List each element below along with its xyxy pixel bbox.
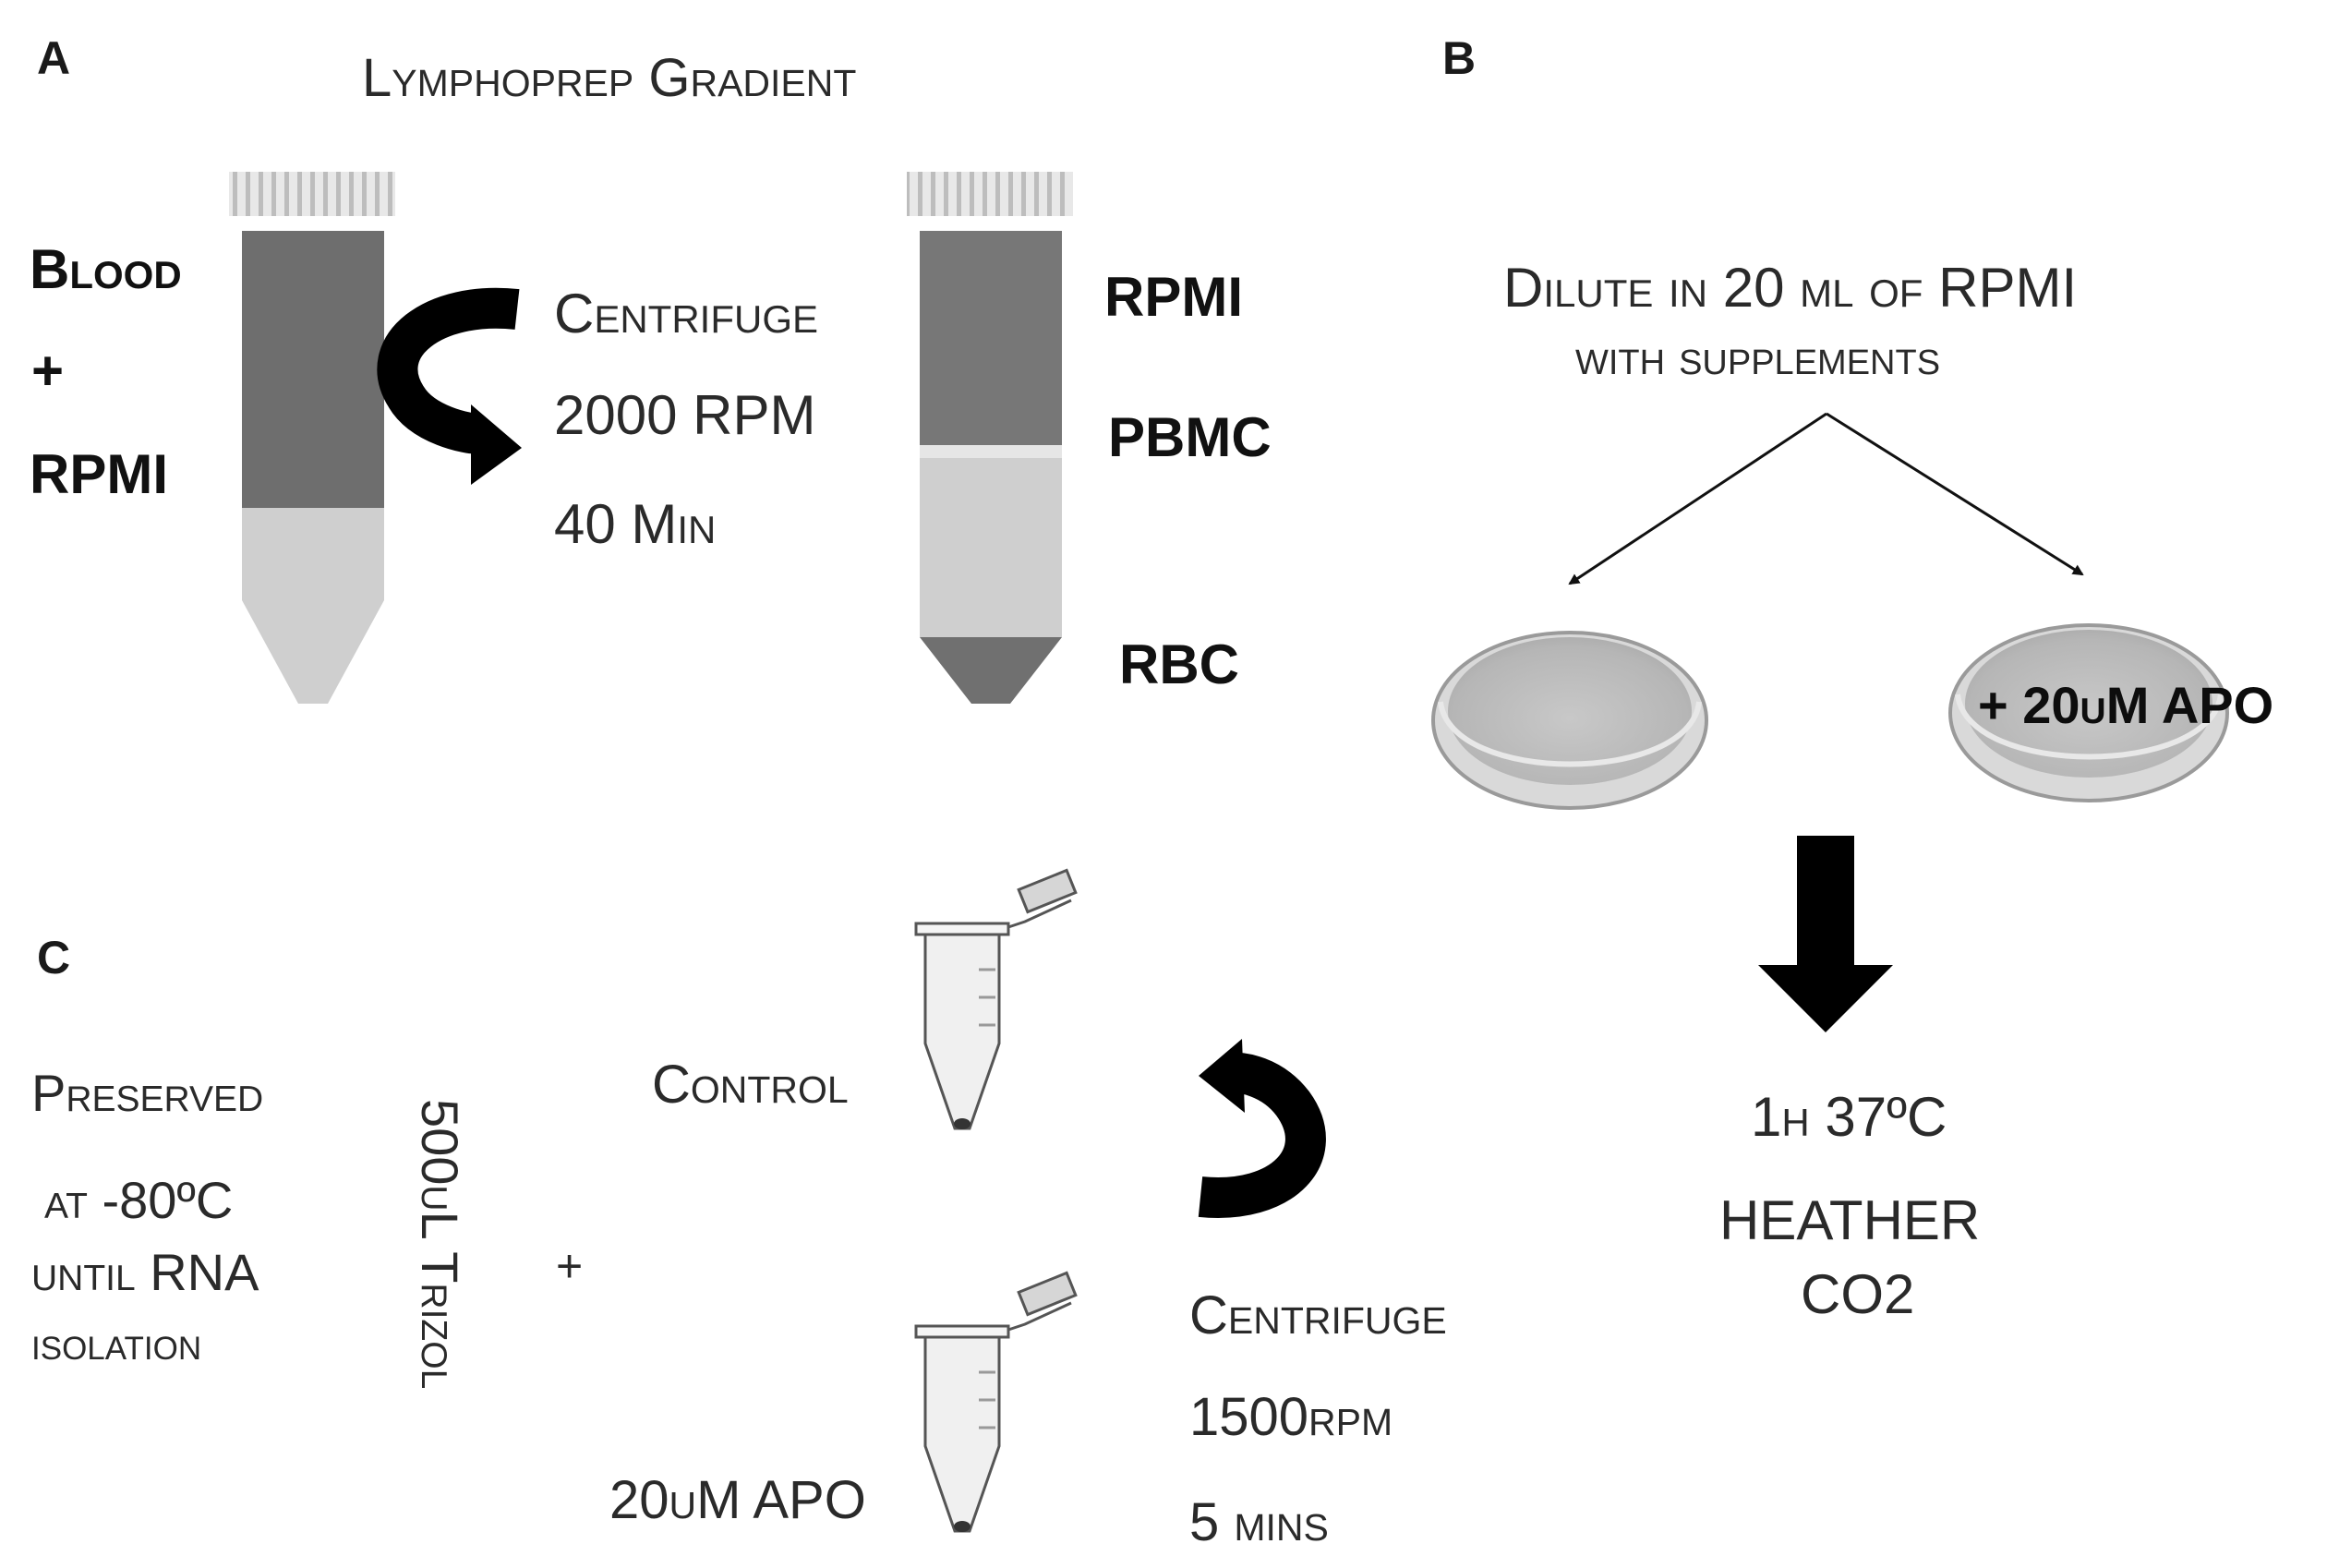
dish-apo-label: + 20uM APO [1978,676,2274,734]
rbc-layer [920,637,1062,704]
preserved-line-2: at -80ºC [44,1171,234,1229]
microtube-apo [914,1271,1078,1533]
curved-arrow-icon [377,287,522,485]
centrifuge-c-label: Centrifuge [1189,1285,1447,1345]
incubation-temp: 1h 37ºC [1751,1086,1947,1148]
tube-separated [907,172,1073,704]
centrifuge-c-time: 5 mins [1189,1492,1329,1552]
label-plus: + [31,340,65,402]
tube-label-apo: 20uM APO [609,1470,866,1530]
label-rbc: RBC [1119,633,1239,695]
trizol-plus: + [556,1240,584,1292]
incubation-co2: CO2 [1801,1263,1915,1325]
label-blood: Blood [30,238,182,300]
tube-label-control: Control [652,1055,849,1115]
pbmc-band [920,445,1062,458]
tube-cap [229,172,395,216]
rpmi-layer [920,231,1062,445]
down-arrow-icon [1758,836,1893,1032]
curved-arrow-icon [1198,1039,1326,1218]
blood-layer [242,231,384,508]
split-arrows [1568,412,2084,585]
microtube-control [914,868,1078,1130]
label-pbmc: PBMC [1108,406,1272,468]
tube-blood-rpmi [229,172,395,704]
preserved-line-1: Preserved [31,1064,264,1122]
trizol-label: 500uL Trizol [411,1099,469,1390]
panel-label-c: C [37,932,71,983]
dilute-line-1: Dilute in 20 ml of RPMI [1503,257,2078,319]
panel-label-b: B [1442,32,1477,84]
dilute-line-2: with supplements [1575,330,1941,385]
panel-a-title: Lymphoprep Gradient [362,48,857,108]
centrifuge-speed: 2000 RPM [554,384,816,446]
tube-cap [907,172,1073,216]
petri-dish-control [1431,631,1708,810]
centrifuge-c-speed: 1500rpm [1189,1387,1393,1447]
preserved-line-4: isolation [31,1318,202,1369]
panel-label-a: A [37,32,71,84]
preserved-line-3: until RNA [31,1243,259,1301]
centrifuge-label: Centrifuge [554,283,818,344]
ficoll-layer [920,458,1062,637]
label-rpmi-layer: RPMI [1104,266,1243,328]
incubation-heather: HEATHER [1719,1189,1981,1251]
petri-dish-apo [1948,623,2229,802]
centrifuge-time: 40 Min [554,493,717,555]
label-rpmi: RPMI [30,443,168,505]
ficoll-layer [242,508,384,704]
